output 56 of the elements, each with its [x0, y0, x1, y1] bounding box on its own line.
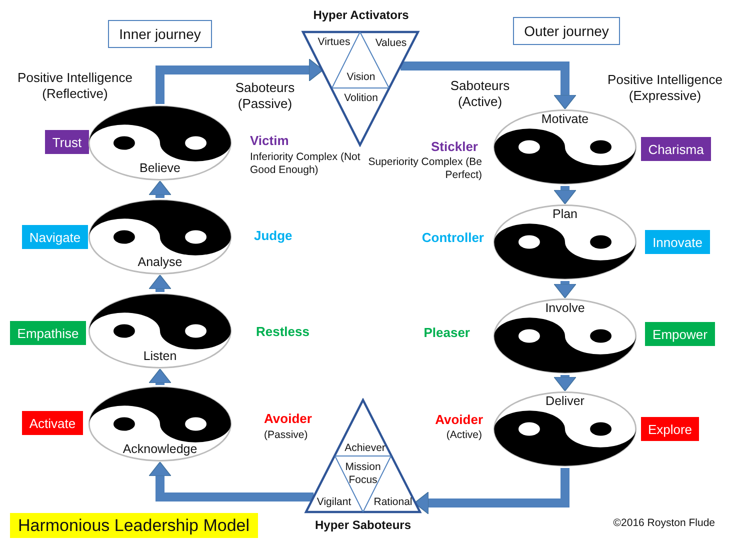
saboteur-name: Avoider	[434, 412, 483, 428]
step-label: Motivate	[541, 112, 589, 127]
quality-label-box: Empower	[645, 322, 715, 346]
block-arrow	[148, 368, 172, 385]
annotation-text: Superiority Complex (Be Perfect)	[367, 156, 482, 182]
segment-label: Vision	[346, 71, 376, 84]
saboteur-name: Judge	[254, 228, 294, 244]
annotation-text: (Active)	[445, 429, 482, 442]
step-label: Deliver	[546, 394, 584, 409]
annotation-text: (Passive)	[264, 429, 309, 442]
step-label: Plan	[552, 207, 578, 222]
saboteur-name: Stickler	[430, 139, 478, 155]
block-arrow	[554, 375, 576, 392]
annotation-text: Saboteurs (Active)	[449, 78, 511, 110]
quality-label-box: Innovate	[645, 230, 710, 254]
block-arrow	[554, 281, 576, 298]
saboteur-name: Restless	[256, 324, 310, 340]
journey-label-box: Outer journey	[513, 17, 620, 45]
annotation-text: Positive Intelligence (Reflective)	[16, 70, 134, 102]
quality-label-box: Empathise	[10, 321, 86, 345]
block-arrow	[414, 468, 570, 514]
annotation-text: Saboteurs (Passive)	[234, 80, 296, 112]
segment-label: Achiever	[344, 442, 386, 455]
segment-label: Mission Focus	[344, 461, 382, 486]
step-label: Listen	[143, 349, 177, 364]
block-arrow	[554, 186, 576, 204]
block-arrow	[148, 462, 314, 502]
segment-label: Rational	[374, 496, 412, 509]
segment-label: Vigilant	[316, 496, 352, 509]
saboteur-name: Controller	[420, 230, 484, 246]
segment-label: Virtues	[318, 36, 350, 49]
segment-label: Volition	[344, 92, 378, 105]
quality-label-box: Trust	[45, 130, 89, 154]
saboteur-name: Victim	[250, 133, 290, 149]
triangle-heading: Hyper Activators	[313, 8, 409, 22]
quality-label-box: Navigate	[22, 225, 88, 249]
quality-label-box: Explore	[641, 417, 699, 441]
block-arrow	[148, 274, 172, 292]
triangle-heading: Hyper Saboteurs	[314, 518, 412, 532]
saboteur-name: Avoider	[264, 411, 313, 427]
journey-label-box: Inner journey	[108, 20, 212, 48]
step-label: Involve	[545, 301, 585, 316]
step-label: Acknowledge	[122, 442, 198, 457]
block-arrow	[156, 58, 324, 104]
block-arrow	[400, 62, 576, 110]
quality-label-box: Charisma	[641, 137, 711, 161]
segment-label: Values	[375, 37, 407, 50]
copyright-note: ©2016 Royston Flude	[612, 517, 715, 530]
annotation-text: Positive Intelligence (Expressive)	[606, 72, 724, 104]
saboteur-name: Pleaser	[422, 325, 470, 341]
title-banner: Harmonious Leadership Model	[10, 513, 258, 538]
block-arrow	[148, 180, 172, 198]
quality-label-box: Activate	[22, 411, 83, 435]
annotation-text: Inferiority Complex (Not Good Enough)	[250, 151, 362, 176]
step-label: Believe	[140, 161, 180, 176]
step-label: Analyse	[138, 255, 182, 270]
